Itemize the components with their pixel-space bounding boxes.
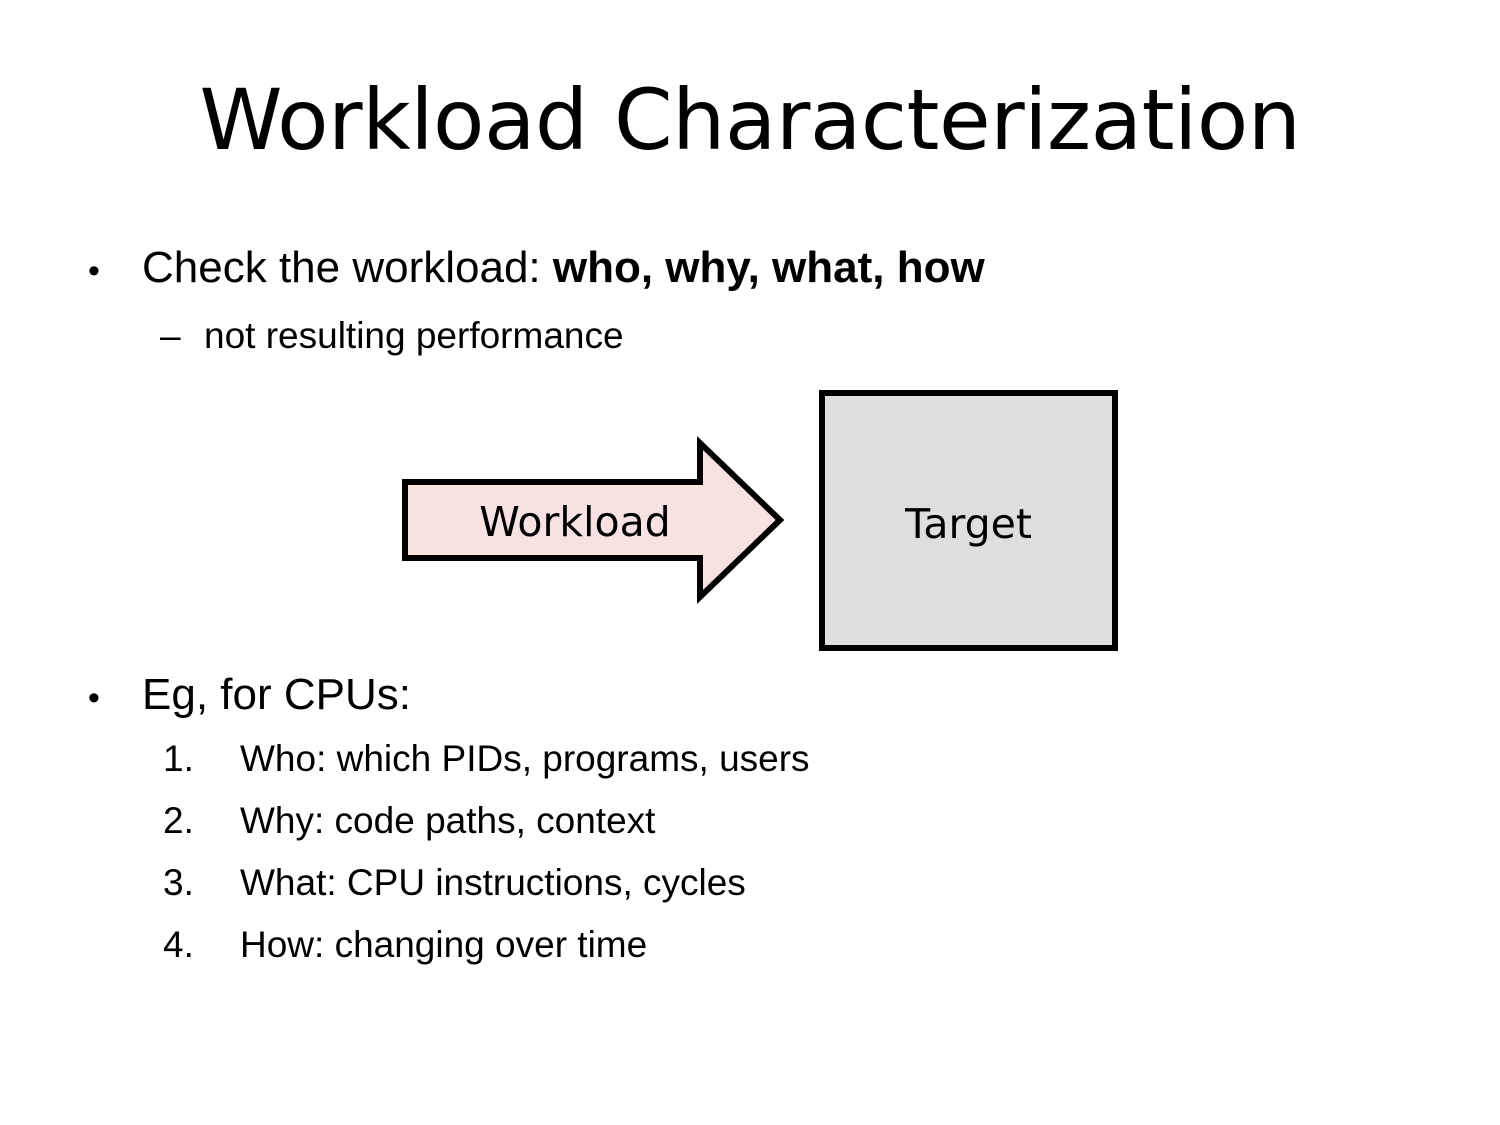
numbered-item-number: 2. <box>163 800 194 841</box>
bullet-text-plain: Check the workload: <box>142 243 553 292</box>
bullet-eg-for-cpus: • Eg, for CPUs: <box>88 667 411 726</box>
numbered-item-number: 4. <box>163 924 194 965</box>
page-title: Workload Characterization <box>199 71 1301 169</box>
sub-bullet-not-resulting-performance: –not resulting performance <box>160 312 624 360</box>
numbered-item-4: 4. How: changing over time <box>163 921 647 969</box>
numbered-item-text: Who: which PIDs, programs, users <box>240 738 810 779</box>
numbered-item-3: 3. What: CPU instructions, cycles <box>163 859 746 907</box>
numbered-item-1: 1. Who: which PIDs, programs, users <box>163 735 810 783</box>
bullet-text: Eg, for CPUs: <box>142 670 411 719</box>
bullet-text-bold: who, why, what, how <box>552 243 985 292</box>
bullet-marker: • <box>88 252 100 290</box>
bullet-marker: • <box>88 679 100 717</box>
numbered-item-2: 2. Why: code paths, context <box>163 797 655 845</box>
numbered-item-text: What: CPU instructions, cycles <box>240 862 746 903</box>
numbered-item-text: Why: code paths, context <box>240 800 656 841</box>
sub-bullet-marker: – <box>160 315 181 356</box>
numbered-item-number: 1. <box>163 738 194 779</box>
bullet-check-the-workload: • Check the workload: who, why, what, how <box>88 240 985 299</box>
numbered-item-number: 3. <box>163 862 194 903</box>
sub-bullet-text: not resulting performance <box>204 315 624 356</box>
numbered-item-text: How: changing over time <box>240 924 648 965</box>
